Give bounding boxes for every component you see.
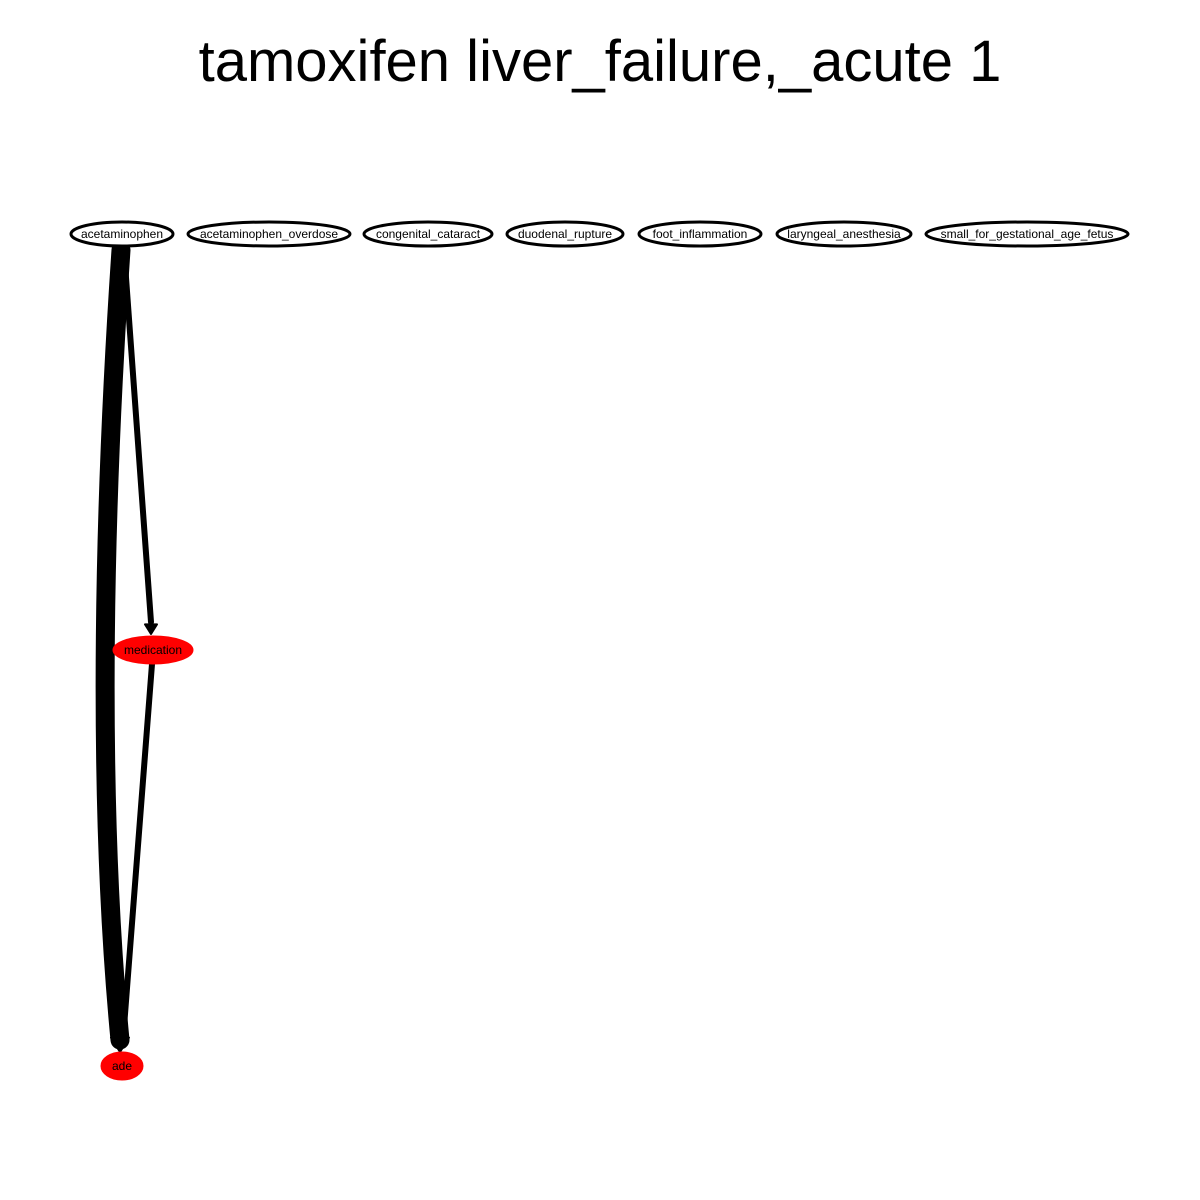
edge-acetaminophen-to-medication <box>121 247 158 635</box>
node-label: medication <box>124 643 182 657</box>
node-ellipse <box>775 220 913 248</box>
node-label: small_for_gestational_age_fetus <box>941 227 1114 241</box>
node-label: congenital_cataract <box>376 227 481 241</box>
node-label: duodenal_rupture <box>518 227 612 241</box>
node-ellipse <box>505 220 625 248</box>
node-ellipse <box>924 220 1130 248</box>
edge-line <box>95 240 131 1050</box>
node-ellipse <box>637 220 763 248</box>
node-foot_inflammation[interactable]: foot_inflammation <box>637 220 763 248</box>
node-label: laryngeal_anesthesia <box>787 227 901 241</box>
node-label: ade <box>112 1059 132 1073</box>
arrowhead <box>144 623 158 635</box>
node-small_for_gestational_age_fetus[interactable]: small_for_gestational_age_fetus <box>924 220 1130 248</box>
node-congenital_cataract[interactable]: congenital_cataract <box>362 220 494 248</box>
node-label: acetaminophen_overdose <box>200 227 338 241</box>
node-acetaminophen[interactable]: acetaminophen <box>69 220 175 248</box>
node-laryngeal_anesthesia[interactable]: laryngeal_anesthesia <box>775 220 913 248</box>
node-ellipse <box>100 1051 144 1081</box>
node-ellipse <box>69 220 175 248</box>
node-ellipse <box>112 635 194 665</box>
node-label: foot_inflammation <box>653 227 748 241</box>
node-label: acetaminophen <box>81 227 163 241</box>
node-ellipse <box>186 220 352 248</box>
graph-title: tamoxifen liver_failure,_acute 1 <box>198 29 1002 94</box>
edge-medication-to-ade <box>120 661 155 1043</box>
node-medication[interactable]: medication <box>112 635 194 665</box>
edge-line <box>120 661 155 1043</box>
edge-line <box>121 247 154 625</box>
node-ade[interactable]: ade <box>100 1051 144 1081</box>
nodes-layer: acetaminophen acetaminophen_overdose conge… <box>69 220 1130 1081</box>
node-acetaminophen_overdose[interactable]: acetaminophen_overdose <box>186 220 352 248</box>
edges-layer <box>95 240 158 1053</box>
node-duodenal_rupture[interactable]: duodenal_rupture <box>505 220 625 248</box>
node-ellipse <box>362 220 494 248</box>
